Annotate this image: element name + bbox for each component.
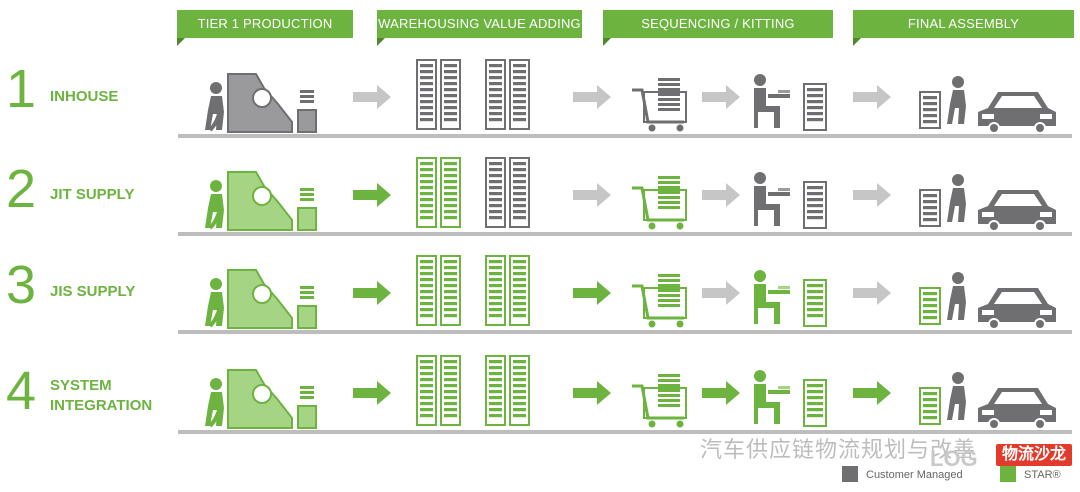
- row-4-warehouse-left-a: [416, 355, 437, 426]
- row-4-arrow-1: [353, 381, 391, 405]
- row-4-kitting-cart: [632, 374, 687, 428]
- row-2-assembly-car: [978, 190, 1056, 232]
- row-label-4a: SYSTEM: [50, 377, 112, 394]
- row-3-warehouse-right-a: [485, 255, 506, 326]
- row-1-assembly-rack: [919, 91, 941, 129]
- row-3-arrow-1: [353, 281, 391, 305]
- row-label-3: JIS SUPPLY: [50, 283, 136, 300]
- row-4-production: [208, 369, 317, 429]
- row-1-warehouse-left-b: [440, 59, 461, 130]
- row-2-sequencing: [754, 172, 790, 226]
- row-2-assembly-worker: [947, 174, 966, 222]
- row-3-production: [208, 269, 317, 329]
- row-number-2: 2: [6, 159, 37, 219]
- row-3-assembly-car: [978, 288, 1056, 330]
- row-1-sequencing-rack: [803, 83, 827, 131]
- row-2-assembly-rack: [919, 189, 941, 227]
- row-4-arrow-2: [573, 381, 611, 405]
- row-2-warehouse-left-a: [416, 157, 437, 228]
- row-2-arrow-2: [573, 183, 611, 207]
- row-4-arrow-4: [853, 381, 891, 405]
- legend-swatch-customer: [842, 466, 858, 482]
- row-label-4b: INTEGRATION: [50, 397, 153, 414]
- row-3-warehouse-left-a: [416, 255, 437, 326]
- log-watermark: LOG: [930, 446, 978, 471]
- header-final-assembly: FINAL ASSEMBLY: [853, 10, 1074, 46]
- row-2-arrow-1: [353, 183, 391, 207]
- row-1-floor: [178, 134, 1072, 138]
- row-2-kitting-cart: [632, 176, 687, 230]
- row-1-arrow-1: [353, 85, 391, 109]
- row-1-arrow-2: [573, 85, 611, 109]
- legend-label-customer: Customer Managed: [866, 469, 963, 481]
- row-label-2: JIT SUPPLY: [50, 186, 135, 203]
- logistics-salon-badge: 物流沙龙: [996, 444, 1072, 466]
- row-4-arrow-3: [702, 381, 740, 405]
- row-1-assembly-worker: [947, 76, 966, 124]
- row-4-production-worker: [205, 378, 224, 426]
- row-4-sequencing: [754, 370, 790, 424]
- row-3-arrow-2: [573, 281, 611, 305]
- row-2-warehouse-right-a: [485, 157, 506, 228]
- row-3-kitting-cart: [632, 274, 687, 328]
- row-2-warehouse-right-b: [509, 157, 530, 228]
- legend-swatch-star: [1000, 466, 1016, 482]
- header-warehousing: WAREHOUSING VALUE ADDING: [377, 10, 582, 46]
- row-4-warehouse-right-a: [485, 355, 506, 426]
- row-1-production-worker: [205, 82, 224, 130]
- row-1-warehouse-right-b: [509, 59, 530, 130]
- row-3-floor: [178, 330, 1072, 334]
- row-4-assembly-rack: [919, 387, 941, 425]
- row-2-production-worker: [205, 180, 224, 228]
- row-2-warehouse-left-b: [440, 157, 461, 228]
- row-1-production: [208, 73, 317, 133]
- row-number-1: 1: [6, 59, 37, 119]
- wechat-watermark: 汽车供应链物流规划与改善: [700, 437, 977, 462]
- row-2-floor: [178, 232, 1072, 236]
- row-3-production-worker: [205, 278, 224, 326]
- row-3-assembly-worker: [947, 272, 966, 320]
- row-4-sequencing-rack: [803, 379, 827, 427]
- row-4-warehouse-left-b: [440, 355, 461, 426]
- row-1-arrow-4: [853, 85, 891, 109]
- row-3-warehouse-left-b: [440, 255, 461, 326]
- row-1-sequencing: [754, 74, 790, 128]
- row-4-assembly-car: [978, 388, 1056, 430]
- row-number-4: 4: [6, 361, 37, 421]
- row-1-kitting-cart: [632, 78, 687, 132]
- row-3-sequencing-rack: [803, 279, 827, 327]
- row-3-arrow-4: [853, 281, 891, 305]
- row-number-3: 3: [6, 255, 37, 315]
- row-2-arrow-3: [702, 183, 740, 207]
- row-4-floor: [178, 430, 1072, 434]
- header-tier1-production: TIER 1 PRODUCTION: [177, 10, 353, 46]
- legend-label-star: STAR®: [1024, 469, 1061, 481]
- row-1-warehouse-left-a: [416, 59, 437, 130]
- row-2-arrow-4: [853, 183, 891, 207]
- row-3-assembly-rack: [919, 287, 941, 325]
- row-1-assembly-car: [978, 92, 1056, 134]
- row-3-sequencing: [754, 270, 790, 324]
- row-1-arrow-3: [702, 85, 740, 109]
- header-sequencing: SEQUENCING / KITTING: [603, 10, 833, 46]
- row-3-arrow-3: [702, 281, 740, 305]
- row-label-1: INHOUSE: [50, 88, 119, 105]
- row-4-warehouse-right-b: [509, 355, 530, 426]
- row-2-production: [208, 171, 317, 231]
- row-1-warehouse-right-a: [485, 59, 506, 130]
- row-2-sequencing-rack: [803, 181, 827, 229]
- row-4-assembly-worker: [947, 372, 966, 420]
- row-3-warehouse-right-b: [509, 255, 530, 326]
